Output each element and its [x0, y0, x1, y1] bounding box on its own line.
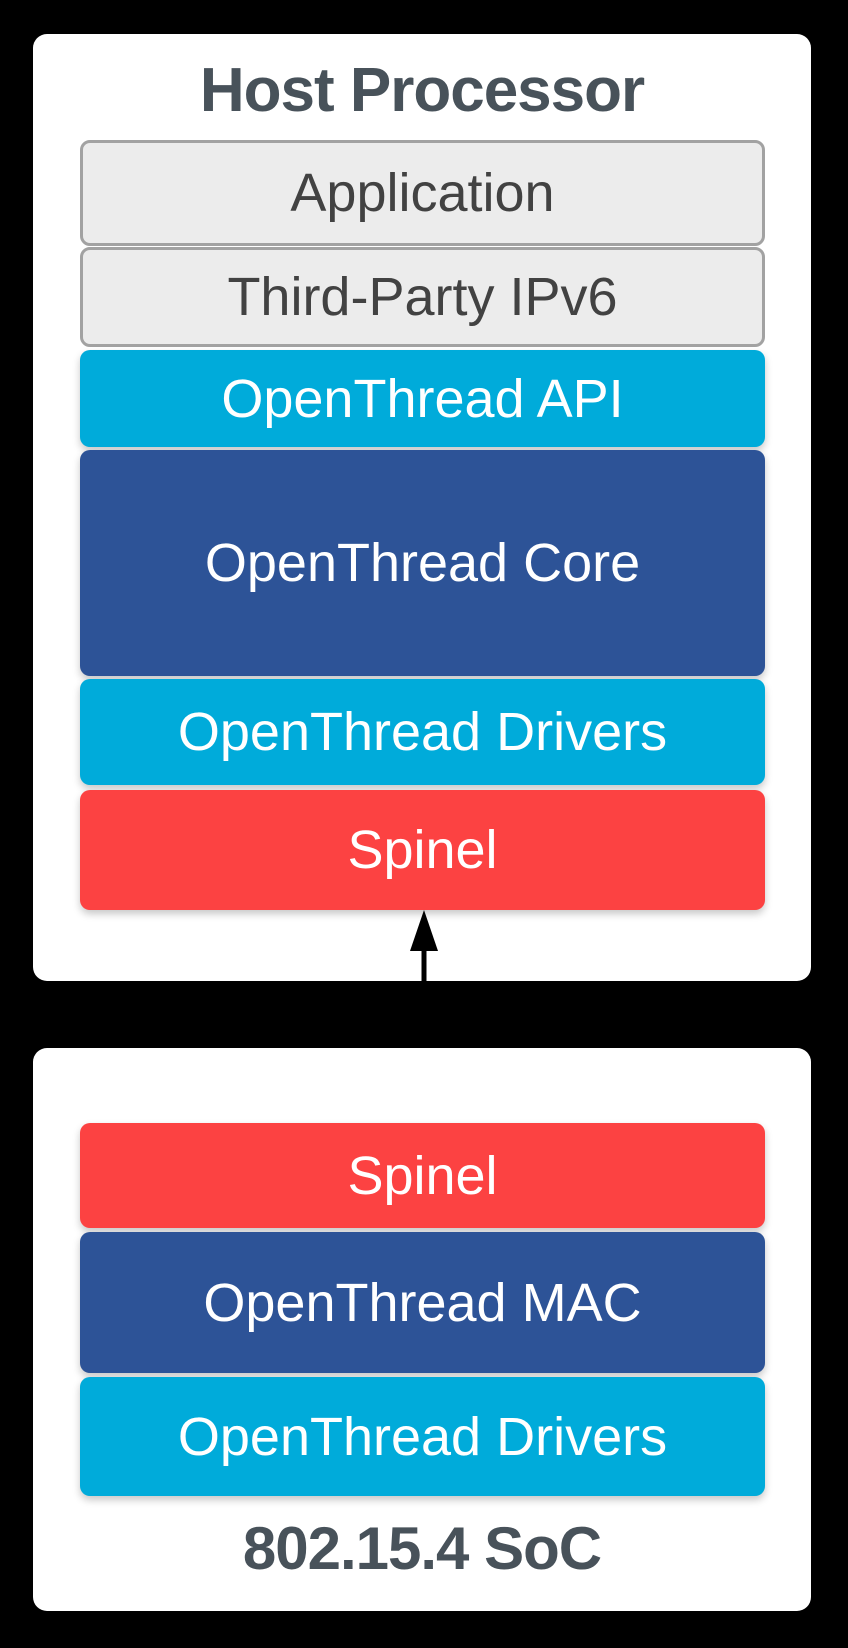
layer-label: OpenThread Drivers [177, 1406, 668, 1467]
layer-label: Spinel [347, 1145, 498, 1206]
soc-title: 802.15.4 SoC [242, 1515, 602, 1582]
layer-application: Application [80, 140, 765, 246]
layer-label: OpenThread Core [204, 533, 641, 593]
layer-label: OpenThread API [221, 368, 624, 429]
layer-third-party-ipv6: Third-Party IPv6 [80, 247, 765, 347]
layer-label: Spinel [347, 820, 498, 880]
layer-spinel-host: Spinel [80, 790, 765, 910]
layer-openthread-api: OpenThread API [80, 350, 765, 447]
layer-openthread-drivers-host: OpenThread Drivers [80, 679, 765, 785]
layer-label: Third-Party IPv6 [227, 267, 618, 327]
layer-label: OpenThread MAC [203, 1272, 642, 1333]
layer-openthread-core: OpenThread Core [80, 450, 765, 676]
soc-card: Spinel OpenThread MAC OpenThread Drivers… [33, 1048, 811, 1611]
layer-openthread-drivers-soc: OpenThread Drivers [80, 1377, 765, 1496]
host-processor-title: Host Processor [199, 56, 645, 125]
layer-openthread-mac: OpenThread MAC [80, 1232, 765, 1373]
layer-label: OpenThread Drivers [177, 702, 668, 762]
layer-spinel-soc: Spinel [80, 1123, 765, 1228]
layer-label: Application [290, 163, 555, 223]
host-processor-card: Host Processor Application Third-Party I… [33, 34, 811, 981]
